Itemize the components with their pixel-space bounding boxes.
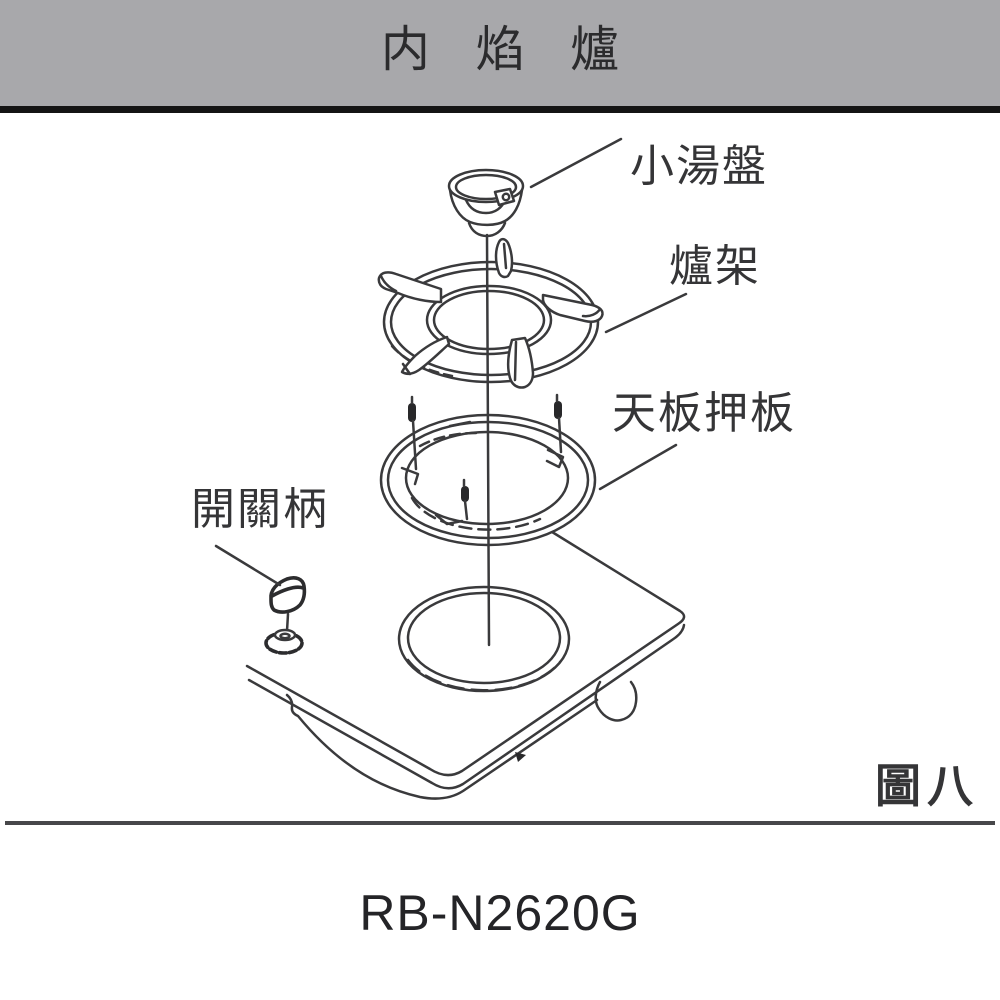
edge-mark bbox=[515, 752, 526, 762]
soup-plate-drawing bbox=[447, 168, 525, 238]
side-tab bbox=[594, 680, 638, 722]
label-soup-plate: 小湯盤 bbox=[630, 142, 768, 191]
leader-press-plate bbox=[598, 443, 678, 491]
model-number: RB-N2620G bbox=[359, 885, 641, 941]
figure-number: 圖八 bbox=[875, 760, 979, 812]
leader-lines bbox=[214, 137, 688, 587]
clip bbox=[545, 448, 565, 469]
prong-lower-left bbox=[400, 335, 451, 375]
assembly-axis bbox=[485, 233, 491, 647]
screw bbox=[554, 393, 563, 454]
label-press-plate: 天板押板 bbox=[612, 389, 796, 438]
label-switch-handle: 開關柄 bbox=[191, 485, 329, 534]
clip bbox=[400, 466, 420, 486]
stove-top-plate-drawing bbox=[245, 525, 686, 800]
switch-handle-drawing bbox=[264, 576, 307, 655]
igniter-clip bbox=[493, 187, 516, 207]
label-burner-rack: 爐架 bbox=[669, 242, 761, 291]
screw bbox=[408, 395, 418, 471]
leader-switch-handle bbox=[214, 544, 282, 587]
page-title: 内 焰 爐 bbox=[380, 22, 636, 77]
prong-upper-left bbox=[377, 271, 443, 304]
clip bbox=[434, 513, 464, 526]
burner-rack-drawing bbox=[377, 237, 604, 389]
leader-burner-rack bbox=[604, 292, 688, 334]
leader-soup-plate bbox=[529, 137, 623, 189]
screw bbox=[461, 478, 469, 521]
figure-divider bbox=[5, 821, 995, 825]
title-bar: 内 焰 爐 bbox=[0, 0, 1000, 113]
